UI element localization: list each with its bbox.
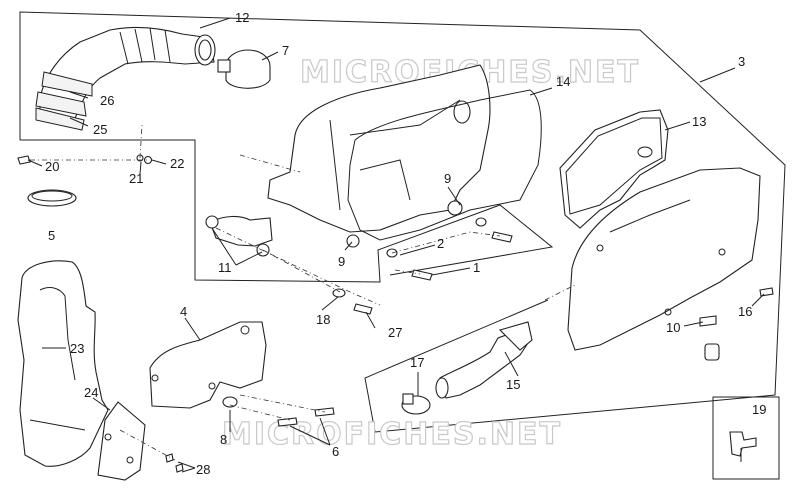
band-clamp-part (27, 189, 77, 207)
callout-12: 12 (235, 10, 249, 25)
callout-labels: 12 7 26 25 20 21 22 5 23 24 4 8 6 28 14 … (45, 10, 766, 477)
callout-28: 28 (196, 462, 210, 477)
callout-21: 21 (129, 171, 143, 186)
gasket-plate-part (97, 401, 146, 481)
callout-13: 13 (692, 114, 706, 129)
callout-14: 14 (556, 74, 570, 89)
callout-17: 17 (410, 355, 424, 370)
cover-fasteners (699, 287, 774, 361)
leader-lines (27, 17, 765, 473)
callout-11: 11 (218, 260, 232, 275)
callout-5: 5 (48, 228, 55, 243)
callout-26: 26 (100, 93, 114, 108)
watermark-bottom: MICROFICHES.NET (222, 417, 562, 452)
callout-9-lower: 9 (338, 254, 345, 269)
assembly-guides (30, 124, 576, 461)
callout-1: 1 (473, 260, 480, 275)
small-fasteners (17, 154, 153, 165)
callout-27: 27 (388, 325, 402, 340)
bracket-part (149, 321, 267, 409)
group-outlines (19, 11, 786, 433)
rear-cover-part (17, 260, 109, 467)
callout-2: 2 (437, 236, 444, 251)
inlet-duct-part (401, 321, 533, 415)
callout-23: 23 (70, 341, 84, 356)
callout-4: 4 (180, 304, 187, 319)
callout-15: 15 (506, 377, 520, 392)
intake-group-outline (19, 11, 786, 433)
callout-7: 7 (282, 43, 289, 58)
callout-18: 18 (316, 312, 330, 327)
callout-25: 25 (93, 122, 107, 137)
callout-20: 20 (45, 159, 59, 174)
callout-8: 8 (220, 432, 227, 447)
filter-box-group-outline (20, 139, 554, 283)
callout-19: 19 (752, 402, 766, 417)
filter-element-part (559, 109, 669, 229)
callout-3: 3 (738, 54, 745, 69)
callout-22: 22 (170, 156, 184, 171)
hose-clamp-part (217, 49, 271, 89)
filter-box-housing-part (205, 64, 542, 257)
callout-24: 24 (84, 385, 98, 400)
part-19-box (712, 396, 780, 480)
filter-cover-part (567, 167, 761, 351)
callout-16: 16 (738, 304, 752, 319)
intake-duct-part (35, 26, 216, 131)
callout-10: 10 (666, 320, 680, 335)
callout-6: 6 (332, 444, 339, 459)
callout-9-upper: 9 (444, 171, 451, 186)
housing-fasteners (332, 217, 513, 315)
